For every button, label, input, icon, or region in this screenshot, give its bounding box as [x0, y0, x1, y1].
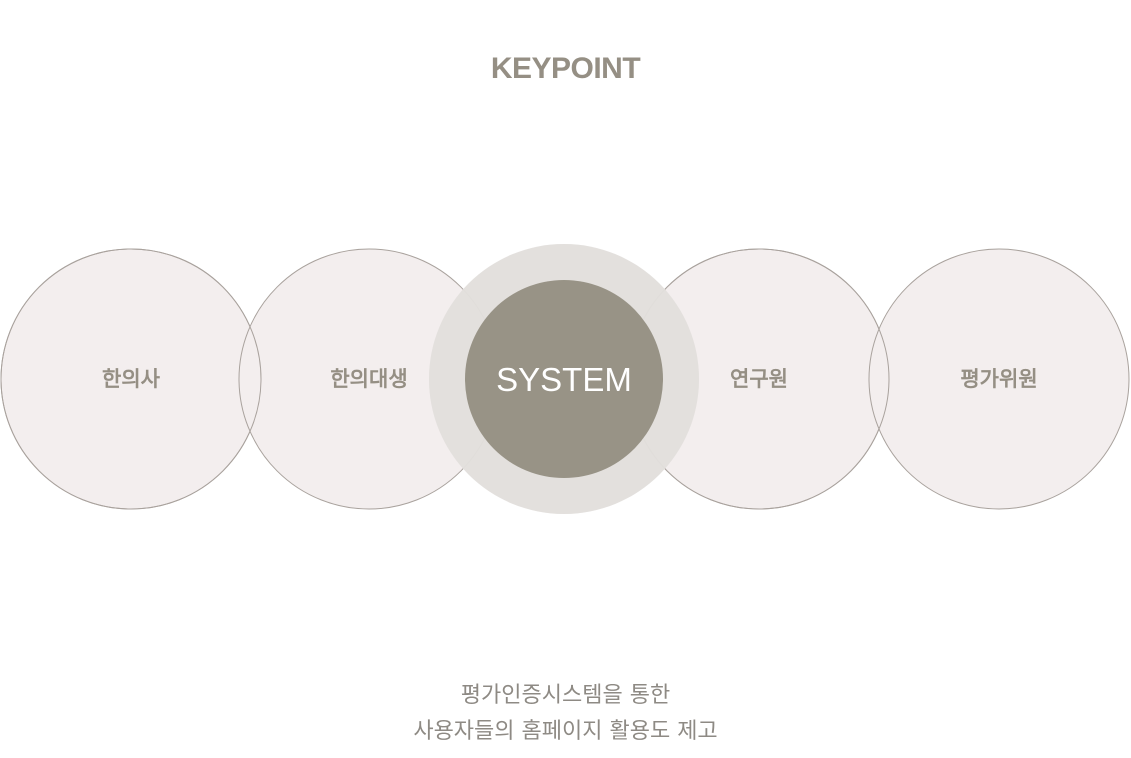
- node-label-student: 한의대생: [330, 367, 408, 391]
- center-circle: [465, 280, 663, 478]
- caption-line-2: 사용자들의 홈페이지 활용도 제고: [413, 719, 718, 744]
- node-label-doctor: 한의사: [102, 367, 160, 391]
- page-title: KEYPOINT: [490, 52, 641, 85]
- node-outline-doctor: [0, 248, 262, 510]
- node-label-researcher: 연구원: [730, 367, 788, 391]
- caption: 평가인증시스템을 통한 사용자들의 홈페이지 활용도 제고: [0, 678, 1131, 750]
- node-label-evaluator: 평가위원: [960, 367, 1038, 391]
- caption-line-1: 평가인증시스템을 통한: [460, 683, 671, 708]
- node-circle-evaluator: [868, 248, 1130, 510]
- center-label: SYSTEM: [496, 361, 632, 398]
